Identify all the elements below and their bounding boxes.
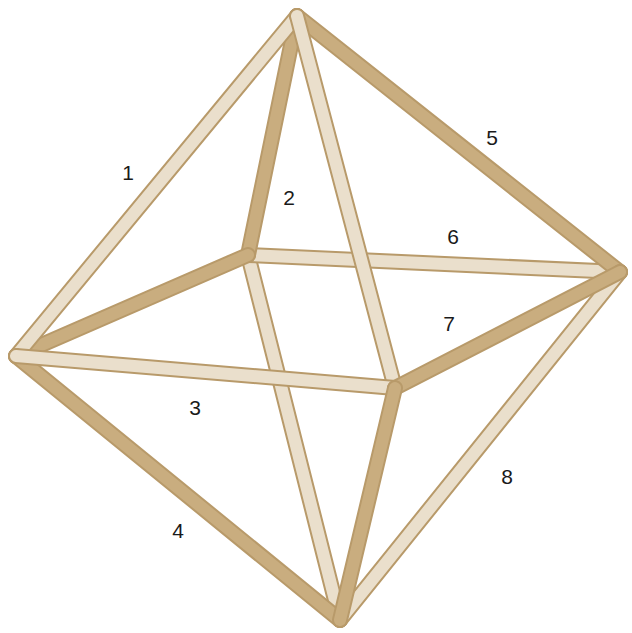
callout-number: 1 xyxy=(122,162,134,183)
beam-edge xyxy=(395,272,620,388)
beam-edge xyxy=(297,16,395,388)
beam xyxy=(16,356,340,620)
back-beams xyxy=(16,16,620,620)
callout-number: 8 xyxy=(501,466,513,487)
front-beams xyxy=(16,16,620,620)
callout-number: 2 xyxy=(283,187,295,208)
callout-number: 3 xyxy=(189,397,201,418)
beam xyxy=(248,255,620,272)
beam xyxy=(340,388,395,620)
beam-edge xyxy=(16,356,395,388)
callout-number: 5 xyxy=(486,127,498,148)
beam xyxy=(297,16,620,272)
beam xyxy=(16,16,297,356)
beam-edge xyxy=(340,388,395,620)
beam xyxy=(297,16,395,388)
beam xyxy=(395,272,620,388)
callout-number: 7 xyxy=(443,313,455,334)
beam-edge xyxy=(16,16,297,356)
beam xyxy=(16,356,395,388)
callout-number: 4 xyxy=(172,520,184,541)
beam-edge xyxy=(297,16,620,272)
beam-edge xyxy=(16,356,340,620)
beam-edge xyxy=(248,255,620,272)
callout-number: 6 xyxy=(447,226,459,247)
